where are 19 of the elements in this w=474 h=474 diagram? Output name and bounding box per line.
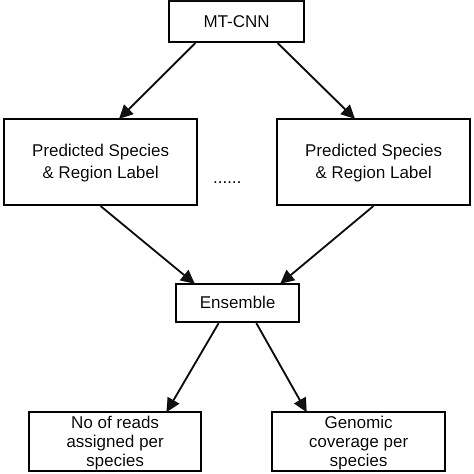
process-box bbox=[3, 118, 198, 206]
box-label: Predicted Species & Region Label bbox=[304, 140, 444, 184]
process-box bbox=[168, 0, 305, 43]
process-box bbox=[28, 411, 202, 472]
arrow bbox=[119, 42, 196, 119]
ellipsis-text: ...... bbox=[213, 168, 242, 188]
process-box bbox=[271, 411, 446, 472]
arrow bbox=[166, 322, 220, 412]
box-label: Ensemble bbox=[200, 292, 276, 314]
arrow bbox=[276, 42, 355, 119]
arrow bbox=[100, 205, 195, 284]
box-label: Predicted Species & Region Label bbox=[30, 140, 170, 184]
box-label: MT-CNN bbox=[203, 10, 270, 32]
box-label: Genomic coverage per species bbox=[308, 413, 410, 470]
arrow bbox=[280, 205, 374, 284]
process-box bbox=[175, 283, 300, 323]
arrow bbox=[255, 322, 307, 412]
process-box bbox=[276, 118, 471, 206]
box-label: No of reads assigned per species bbox=[65, 413, 165, 470]
